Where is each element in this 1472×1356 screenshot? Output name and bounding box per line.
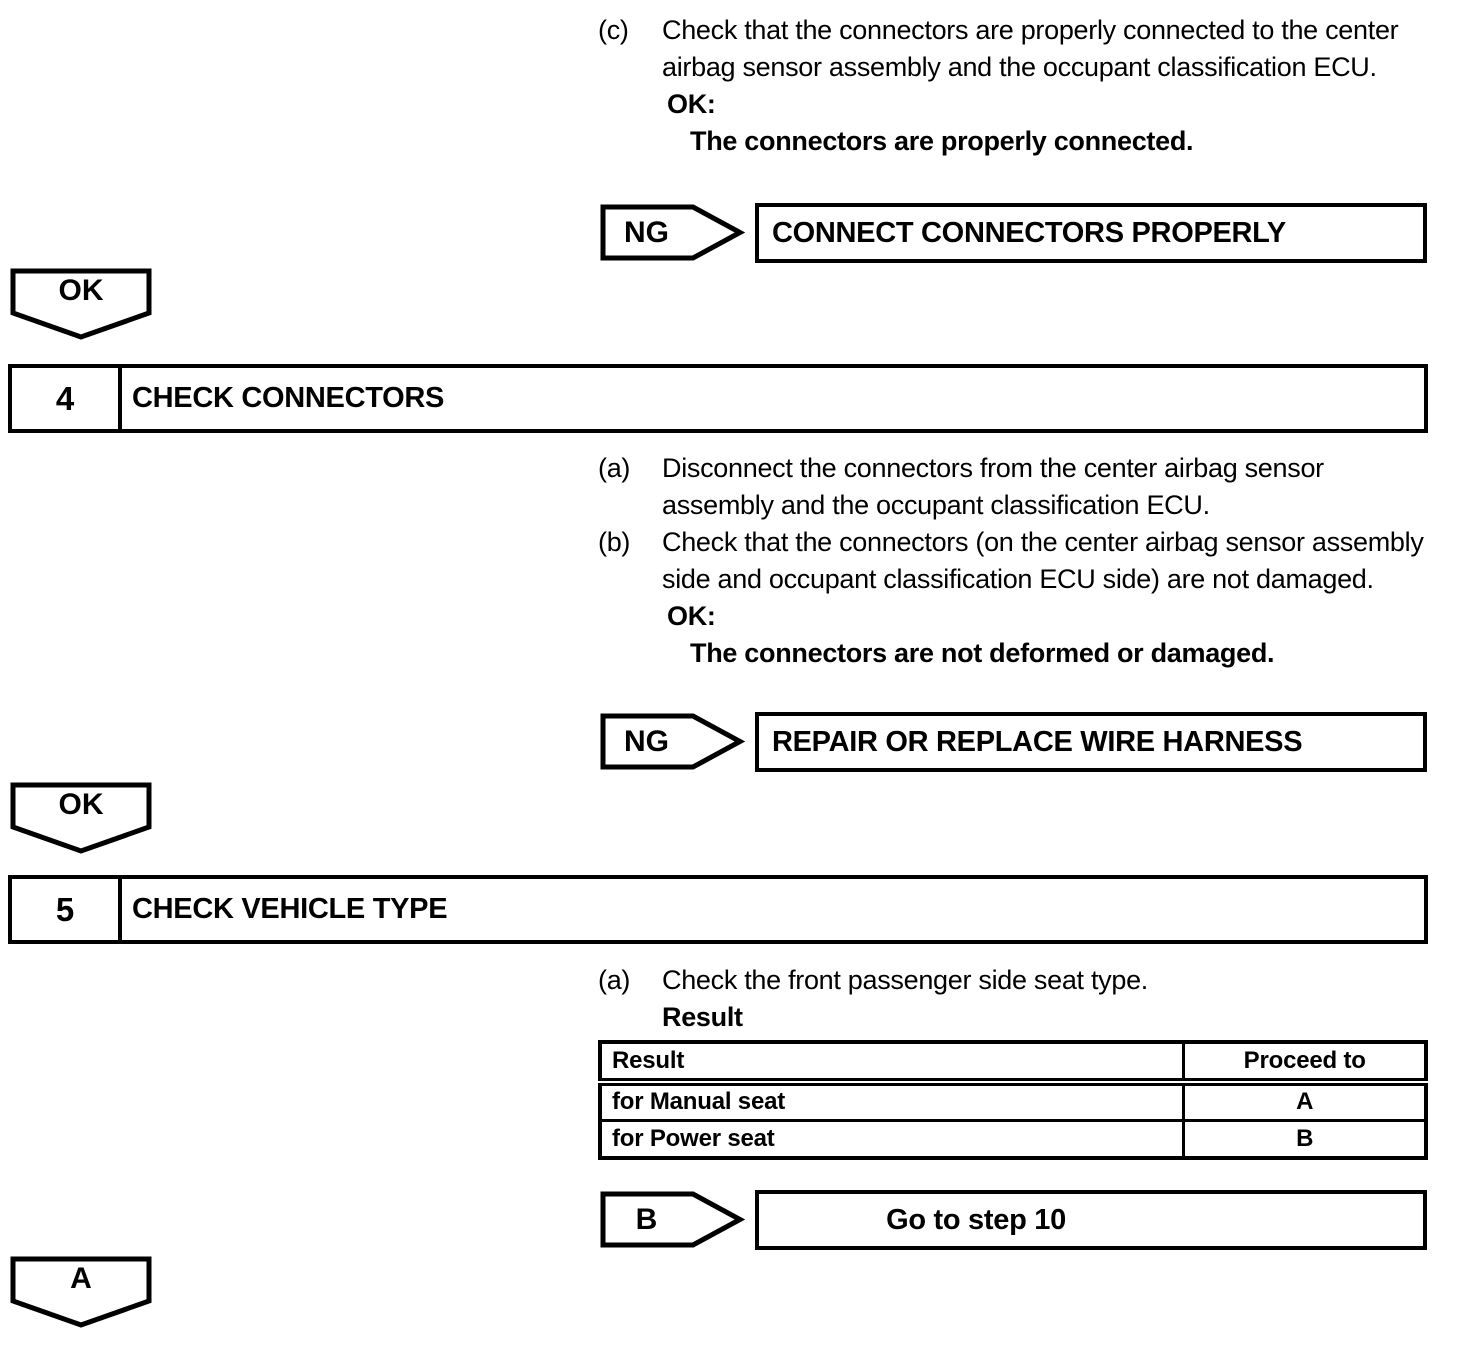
result-heading: Result	[662, 1002, 743, 1032]
action-box: REPAIR OR REPLACE WIRE HARNESS	[755, 712, 1427, 772]
result-table-body: for Manual seat A for Power seat B	[598, 1080, 1429, 1160]
ng-branch-row: NG REPAIR OR REPLACE WIRE HARNESS	[600, 712, 1427, 772]
substep-block-step4: (a) Disconnect the connectors from the c…	[598, 450, 1432, 672]
b-label: B	[635, 1202, 658, 1236]
ok-heading: OK:	[667, 601, 716, 631]
table-header-row: Result Proceed to	[598, 1040, 1429, 1086]
b-branch-row: B Go to step 10	[600, 1190, 1427, 1250]
ok-condition: The connectors are properly connected.	[690, 126, 1194, 156]
ok-condition: The connectors are not deformed or damag…	[690, 638, 1275, 668]
substep-block-c: (c) Check that the connectors are proper…	[598, 12, 1432, 160]
proceed-to-cell: A	[1182, 1080, 1429, 1122]
table-header-result: Result	[598, 1040, 1186, 1086]
a-connector: A	[10, 1256, 152, 1329]
substep-text: Check that the connectors are properly c…	[662, 15, 1399, 82]
substep-c: (c) Check that the connectors are proper…	[598, 12, 1432, 160]
step-header: 4 CHECK CONNECTORS	[8, 364, 1428, 433]
ok-heading: OK:	[667, 89, 716, 119]
ok-connector-label: OK	[58, 274, 104, 307]
substep-body: Check the front passenger side seat type…	[662, 962, 1432, 1036]
down-pentagon-shape	[10, 1256, 152, 1328]
substep-a: (a) Check the front passenger side seat …	[598, 962, 1432, 1036]
step-title: CHECK VEHICLE TYPE	[132, 893, 448, 925]
right-pentagon-shape	[600, 204, 745, 261]
table-row: for Power seat B	[598, 1118, 1429, 1160]
result-cell: for Power seat	[598, 1118, 1186, 1160]
substep-body: Check that the connectors (on the center…	[662, 524, 1432, 672]
result-table-head: Result Proceed to	[598, 1040, 1429, 1086]
goto-text: Go to step 10	[886, 1203, 1066, 1236]
b-arrow-icon: B	[600, 1191, 745, 1248]
step-number: 4	[12, 368, 122, 429]
step-title: CHECK CONNECTORS	[132, 382, 445, 414]
ng-label: NG	[624, 724, 669, 758]
ok-connector: OK	[10, 782, 152, 855]
right-pentagon-shape	[600, 1191, 745, 1248]
substep-label: (a)	[598, 965, 631, 995]
result-table: Result Proceed to for Manual seat A for …	[598, 1040, 1429, 1160]
substep-label: (b)	[598, 527, 631, 557]
substep-text: Disconnect the connectors from the cente…	[662, 453, 1324, 520]
action-text: CONNECT CONNECTORS PROPERLY	[772, 216, 1286, 249]
action-box: CONNECT CONNECTORS PROPERLY	[755, 203, 1427, 263]
action-text: REPAIR OR REPLACE WIRE HARNESS	[772, 725, 1303, 758]
ok-connector-label: OK	[58, 788, 104, 821]
ok-connector: OK	[10, 268, 152, 341]
substep-block-step5: (a) Check the front passenger side seat …	[598, 962, 1432, 1036]
result-cell: for Manual seat	[598, 1080, 1186, 1122]
table-header-proceed-to: Proceed to	[1182, 1040, 1429, 1086]
step-header: 5 CHECK VEHICLE TYPE	[8, 875, 1428, 944]
step-number: 5	[12, 879, 122, 940]
substep-a: (a) Disconnect the connectors from the c…	[598, 450, 1432, 524]
table-row: for Manual seat A	[598, 1080, 1429, 1122]
ng-label: NG	[624, 215, 669, 249]
substep-text: Check that the connectors (on the center…	[662, 527, 1424, 594]
proceed-to-cell: B	[1182, 1118, 1429, 1160]
substep-label: (a)	[598, 453, 631, 483]
substep-b: (b) Check that the connectors (on the ce…	[598, 524, 1432, 672]
right-pentagon-shape	[600, 713, 745, 770]
substep-body: Check that the connectors are properly c…	[662, 12, 1432, 160]
down-pentagon-shape	[10, 782, 152, 854]
ng-arrow-icon: NG	[600, 713, 745, 770]
goto-box: Go to step 10	[755, 1190, 1427, 1250]
a-connector-label: A	[70, 1262, 92, 1295]
substep-text: Check the front passenger side seat type…	[662, 965, 1148, 995]
substep-label: (c)	[598, 15, 629, 45]
down-pentagon-shape	[10, 268, 152, 340]
ng-branch-row: NG CONNECT CONNECTORS PROPERLY	[600, 203, 1427, 263]
ng-arrow-icon: NG	[600, 204, 745, 261]
